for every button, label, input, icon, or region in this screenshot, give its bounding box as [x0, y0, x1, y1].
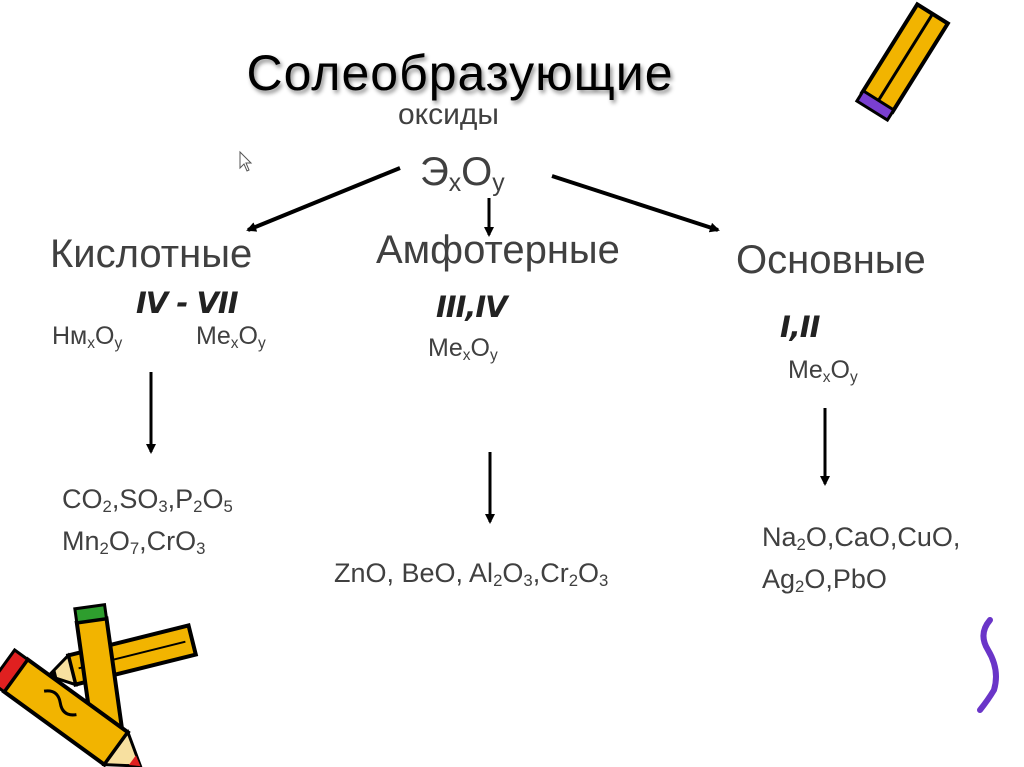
pencil-icon: [45, 623, 199, 687]
category-amphoteric: Амфотерные: [376, 228, 620, 272]
formula-sub: y: [114, 334, 123, 352]
formula-text: ,CrO: [139, 526, 197, 557]
formula-text: O,CaO,CuO,: [805, 522, 961, 552]
category-acidic: Кислотные: [50, 232, 253, 276]
formula-elem: Me: [428, 334, 463, 362]
formula-o: O: [470, 334, 490, 362]
formula-text: CO: [62, 484, 103, 514]
formula-oxygen: O: [461, 150, 493, 194]
formula-sub: x: [87, 334, 95, 352]
formula-subscript: 3: [523, 571, 533, 591]
examples-amphoteric: ZnO, BeO, Al2O3,Cr2O3: [334, 556, 608, 598]
pencil-icon: [854, 1, 951, 123]
squiggle-icon: [977, 617, 999, 713]
formula-text: ,Cr: [532, 558, 569, 588]
formula-subscript: 2: [193, 497, 203, 517]
formula-sub: x: [230, 334, 239, 352]
formula-acidic-nonmetal: НмxOy: [52, 322, 122, 353]
arrow-to-acidic: [246, 166, 401, 232]
formula-elem: Me: [788, 356, 823, 384]
formula-sub: y: [489, 346, 498, 364]
general-formula: ЭxOy: [420, 150, 505, 198]
formula-elem: Нм: [52, 322, 88, 350]
valence-basic: I,II: [780, 310, 820, 344]
examples-acidic: CO2,SO3,P2O5 Mn2O7,CrO3: [62, 482, 233, 566]
valence-amphoteric: III,IV: [436, 290, 508, 324]
formula-elem: Me: [196, 322, 231, 350]
formula-sub: y: [849, 368, 858, 386]
formula-subscript: 7: [129, 539, 140, 559]
formula-text: O,PbO: [804, 564, 887, 595]
formula-subscript: 3: [158, 497, 168, 517]
examples-basic-line1: Na2O,CaO,CuO,: [762, 520, 960, 562]
examples-acidic-line1: CO2,SO3,P2O5: [62, 482, 233, 524]
formula-text: Na: [762, 522, 797, 552]
formula-text: O: [202, 484, 224, 514]
formula-sub-x: x: [448, 170, 462, 198]
formula-text: ,P: [167, 484, 194, 514]
formula-text: O: [108, 526, 130, 557]
formula-sub-y: y: [492, 170, 505, 198]
formula-text: O: [578, 558, 600, 588]
valence-acidic: IV - VII: [136, 286, 238, 320]
formula-subscript: 2: [796, 535, 806, 555]
subtitle: оксиды: [398, 98, 499, 131]
formula-text: ,SO: [111, 484, 159, 514]
formula-element: Э: [420, 150, 449, 194]
formula-sub: x: [462, 346, 471, 364]
formula-acidic-metal: MexOy: [196, 322, 266, 353]
examples-acidic-line2: Mn2O7,CrO3: [62, 524, 233, 566]
formula-basic: MexOy: [788, 356, 858, 387]
formula-amphoteric: MexOy: [428, 334, 498, 365]
formula-text: Ag: [762, 564, 796, 595]
formula-subscript: 2: [493, 571, 503, 591]
formula-text: ZnO, BeO, Al: [334, 558, 494, 588]
formula-text: Mn: [62, 526, 100, 557]
formula-o: O: [830, 356, 850, 384]
arrow-to-basic: [551, 174, 720, 233]
examples-basic: Na2O,CaO,CuO, Ag2O,PbO: [762, 520, 960, 604]
examples-amphoteric-line1: ZnO, BeO, Al2O3,Cr2O3: [334, 556, 608, 598]
examples-basic-line2: Ag2O,PbO: [762, 562, 960, 604]
formula-subscript: 2: [568, 571, 579, 591]
pencil-icon: [0, 647, 143, 767]
formula-sub: y: [257, 334, 266, 352]
formula-subscript: 2: [102, 497, 112, 517]
formula-o: O: [238, 322, 258, 350]
formula-subscript: 2: [795, 577, 805, 597]
formula-subscript: 2: [99, 539, 109, 559]
cursor-icon: [239, 150, 253, 172]
formula-o: O: [95, 322, 115, 350]
formula-subscript: 5: [223, 497, 233, 517]
formula-subscript: 3: [196, 539, 206, 559]
page-title: Солеобразующие: [246, 45, 674, 101]
formula-subscript: 3: [599, 571, 609, 591]
formula-text: O: [502, 558, 524, 588]
category-basic: Основные: [736, 238, 926, 282]
formula-sub: x: [822, 368, 831, 386]
